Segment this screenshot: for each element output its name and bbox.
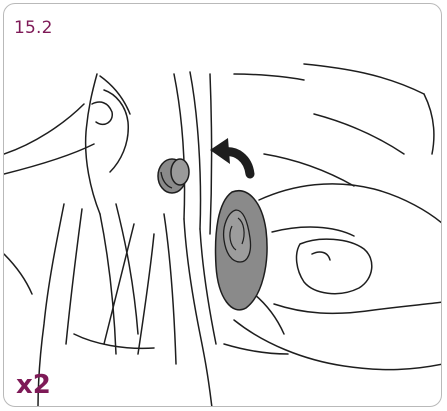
curved-arrow-icon [210, 138, 250, 174]
step-number: 15.2 [14, 20, 53, 37]
clip-cover-icon [216, 191, 268, 310]
frame-post-left-edge [174, 74, 185, 219]
hand-outline [259, 184, 442, 224]
instruction-panel: 15.2 x2 [3, 3, 442, 407]
seat-illustration [4, 4, 442, 407]
repeat-count: x2 [16, 372, 51, 398]
